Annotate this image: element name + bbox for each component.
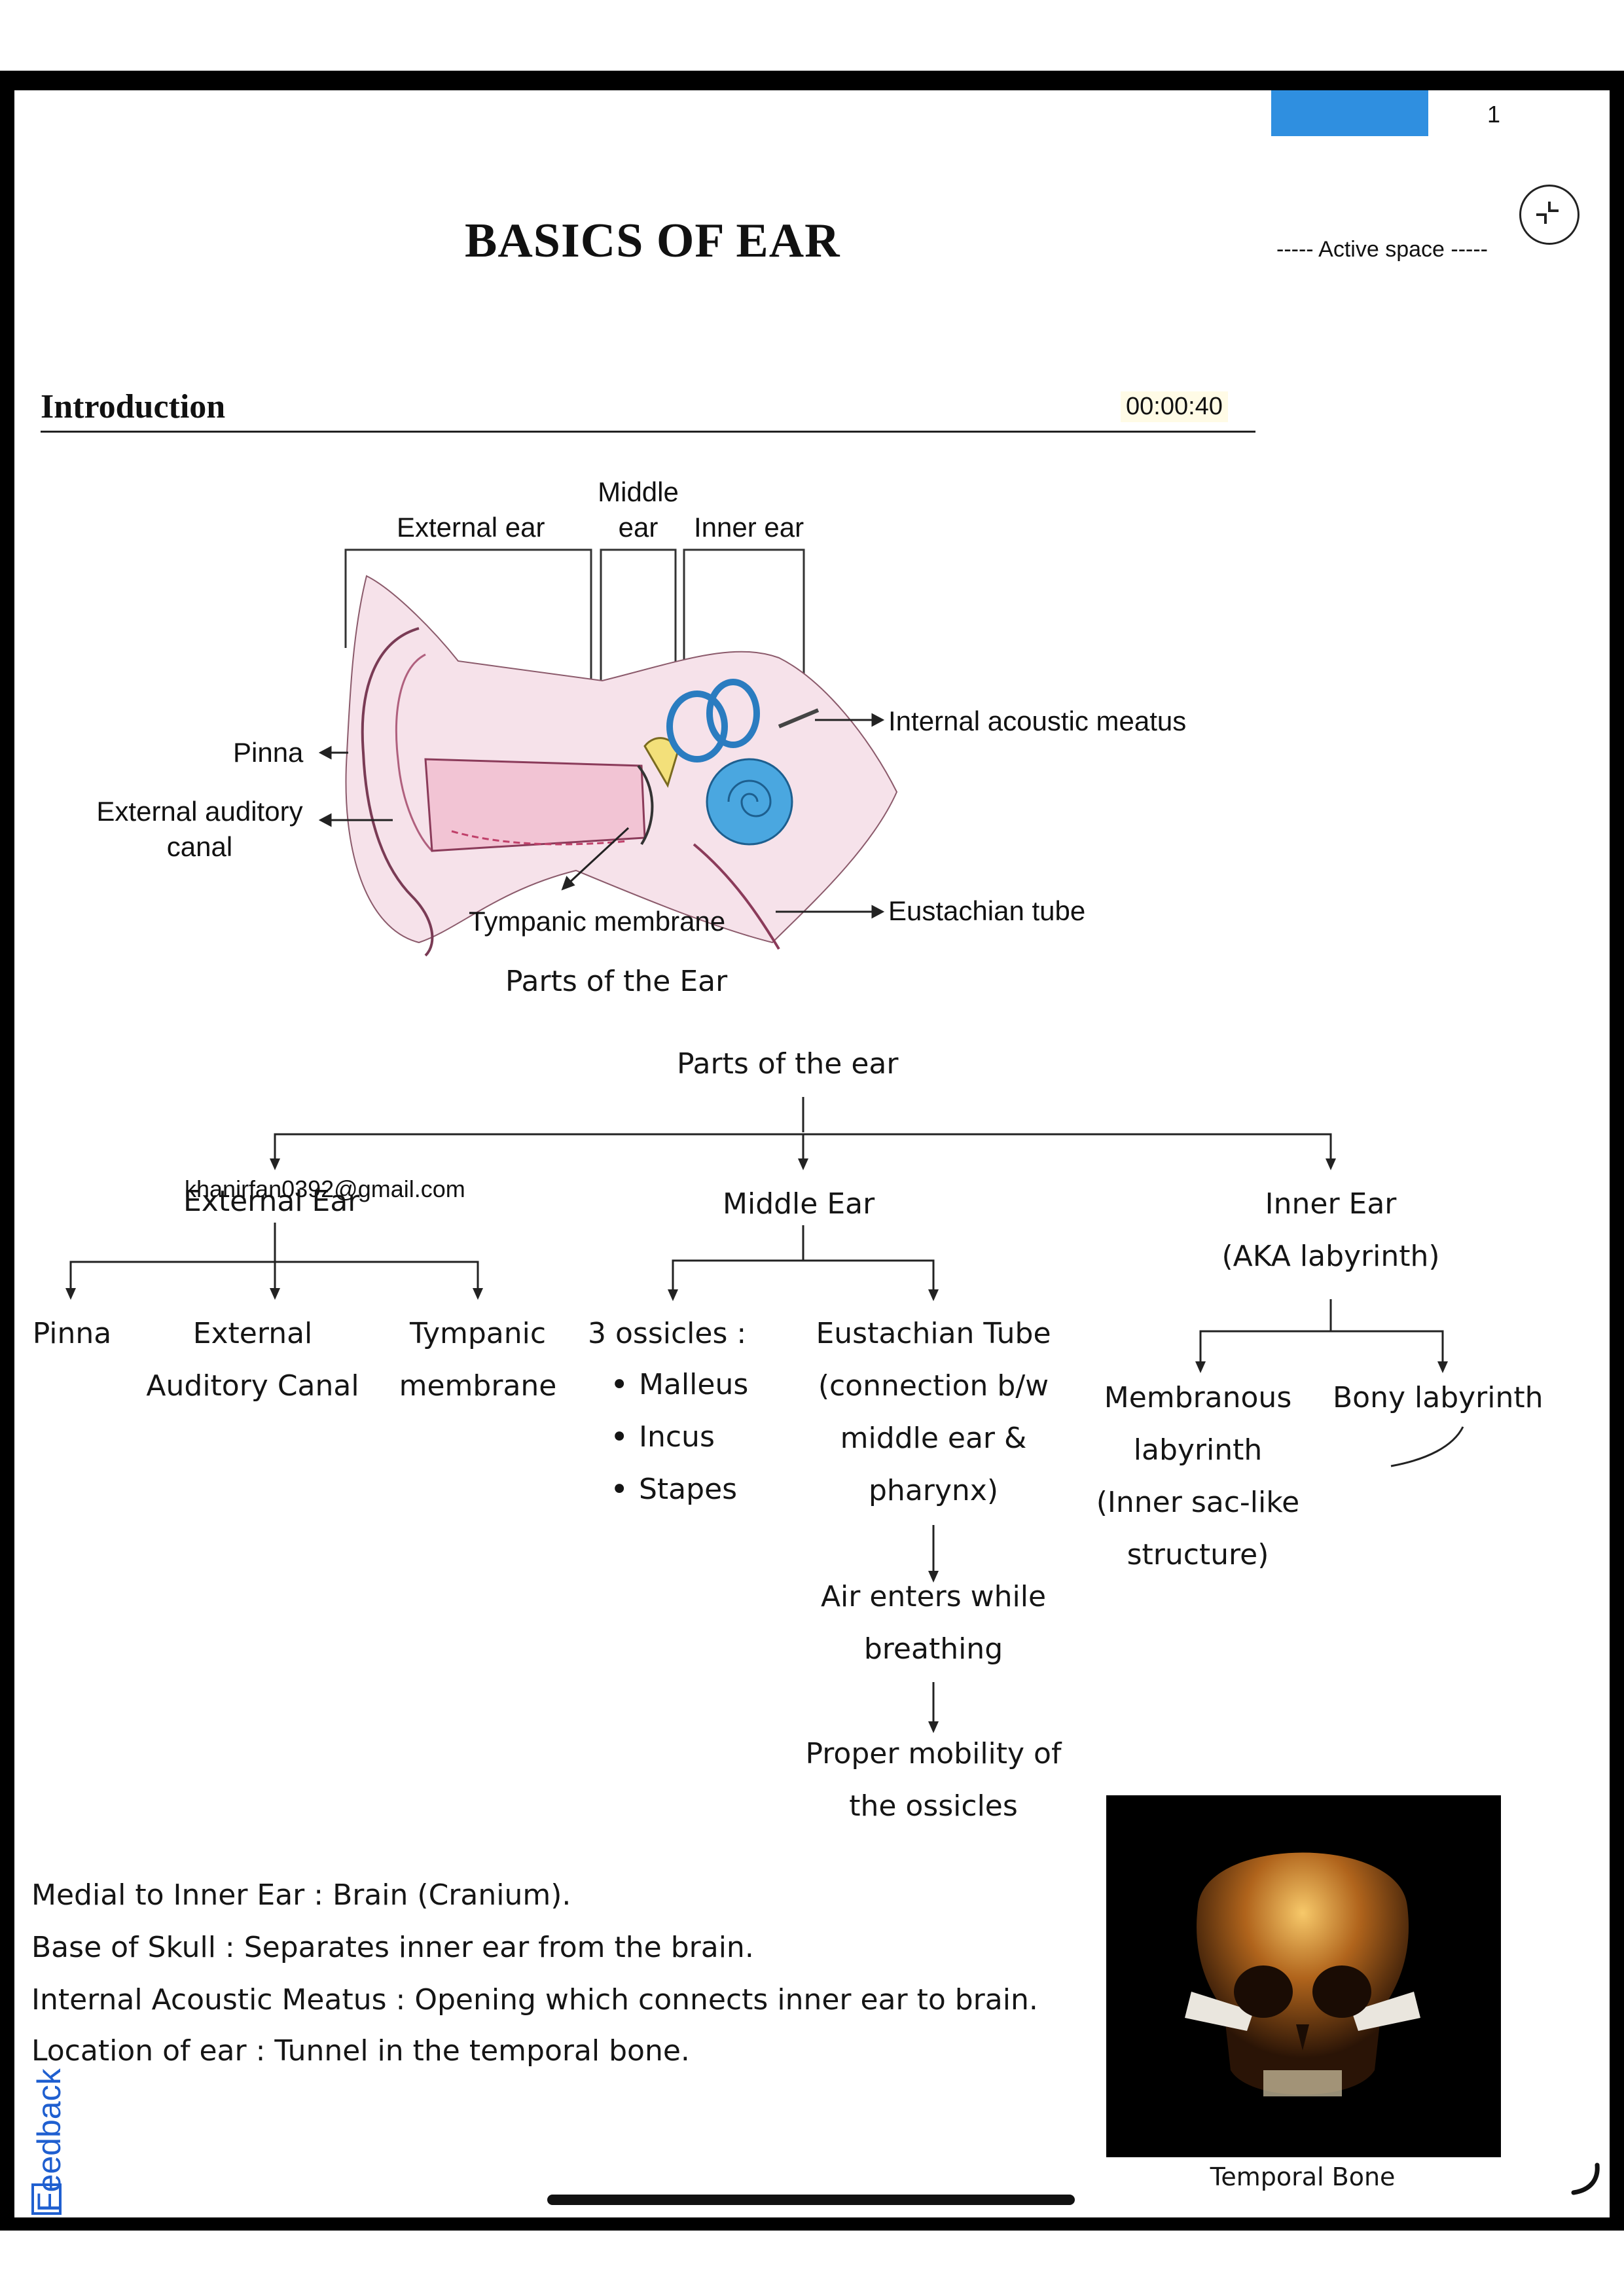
page-number: 1 — [1487, 101, 1501, 128]
tree-connectors — [65, 1097, 1464, 1733]
external-child-tm-line1: Tympanic — [409, 1317, 547, 1350]
label-tympanic-membrane: Tympanic membrane — [469, 906, 726, 937]
note-line: Location of ear : Tunnel in the temporal… — [31, 2034, 690, 2068]
note-line: Base of Skull : Separates inner ear from… — [31, 1931, 754, 1964]
temporal-bone-image — [1106, 1795, 1501, 2157]
home-indicator[interactable] — [547, 2195, 1075, 2205]
skull-illustration — [1185, 1852, 1420, 2096]
eustachian-line3: middle ear & — [840, 1422, 1027, 1455]
watermark-email: khanirfan0392@gmail.com — [185, 1175, 465, 1202]
label-external-ear: External ear — [397, 512, 545, 543]
middle-ear-title: Middle Ear — [723, 1187, 875, 1221]
diagram-caption: Parts of the Ear — [505, 965, 728, 998]
ossicles-list: Malleus Incus Stapes — [607, 1359, 748, 1516]
page-tab[interactable] — [1271, 90, 1428, 136]
eustachian-line1: Eustachian Tube — [816, 1317, 1051, 1350]
cochlea-shape — [706, 758, 793, 846]
label-inner-ear: Inner ear — [694, 512, 804, 543]
pinna-shape — [361, 627, 434, 957]
bony-labyrinth: Bony labyrinth — [1333, 1381, 1543, 1414]
auditory-canal — [424, 758, 646, 852]
eustachian-tube-shape — [693, 843, 780, 950]
ear-diagram — [318, 548, 898, 957]
eustachian-line2: (connection b/w — [818, 1369, 1049, 1403]
eustachian-line4: pharynx) — [869, 1474, 998, 1507]
membranous-line1: Membranous — [1104, 1381, 1292, 1414]
region-brackets — [344, 548, 805, 726]
ossicle-item: Incus — [607, 1411, 748, 1463]
external-child-tm-line2: membrane — [399, 1369, 557, 1403]
inner-ear-title-line2: (AKA labyrinth) — [1221, 1240, 1440, 1273]
ossicle-item: Stapes — [607, 1463, 748, 1516]
photo-caption: Temporal Bone — [1210, 2162, 1396, 2191]
feedback-checkbox[interactable] — [31, 2183, 62, 2215]
label-eustachian-tube: Eustachian tube — [888, 895, 1086, 926]
air-line1: Air enters while — [820, 1580, 1047, 1613]
collapse-button[interactable] — [1519, 185, 1579, 245]
page-title: BASICS OF EAR — [465, 214, 840, 268]
timestamp: 00:00:40 — [1121, 391, 1228, 422]
label-middle-ear-line2: ear — [618, 512, 659, 543]
section-title: Introduction — [41, 388, 226, 425]
ossicle-item: Malleus — [607, 1359, 748, 1411]
note-line: Internal Acoustic Meatus : Opening which… — [31, 1983, 1038, 2017]
mobility-line2: the ossicles — [849, 1789, 1018, 1823]
tympanic-membrane-shape — [637, 764, 654, 846]
ossicles-title: 3 ossicles : — [588, 1317, 747, 1350]
label-pinna: Pinna — [233, 737, 304, 768]
label-internal-acoustic-meatus: Internal acoustic meatus — [888, 706, 1187, 736]
external-child-eac-line2: Auditory Canal — [146, 1369, 359, 1403]
air-line2: breathing — [863, 1632, 1003, 1666]
membranous-line2: labyrinth — [1133, 1433, 1263, 1467]
ear-outline — [345, 575, 898, 944]
nerve-shape — [778, 708, 820, 728]
external-child-pinna: Pinna — [32, 1317, 112, 1350]
external-ear-title: External Ear — [183, 1185, 360, 1218]
membranous-line4: structure) — [1127, 1538, 1269, 1571]
inner-ear-title-line1: Inner Ear — [1265, 1187, 1397, 1221]
collapse-icon — [1536, 202, 1559, 224]
page-curl-icon[interactable] — [1564, 2160, 1604, 2199]
label-eac-line1: External auditory — [96, 796, 303, 827]
top-margin — [0, 0, 1624, 71]
label-middle-ear-line1: Middle — [598, 476, 679, 507]
active-space-label: ----- Active space ----- — [1276, 237, 1488, 262]
membranous-line3: (Inner sac-like — [1096, 1486, 1300, 1519]
label-eac-line2: canal — [166, 831, 233, 862]
semicircular-canal — [666, 691, 728, 762]
external-child-eac-line1: External — [192, 1317, 313, 1350]
section-rule — [41, 431, 1255, 433]
tree-root: Parts of the ear — [677, 1047, 899, 1081]
note-line: Medial to Inner Ear : Brain (Cranium). — [31, 1878, 571, 1912]
mobility-line1: Proper mobility of — [805, 1737, 1062, 1770]
